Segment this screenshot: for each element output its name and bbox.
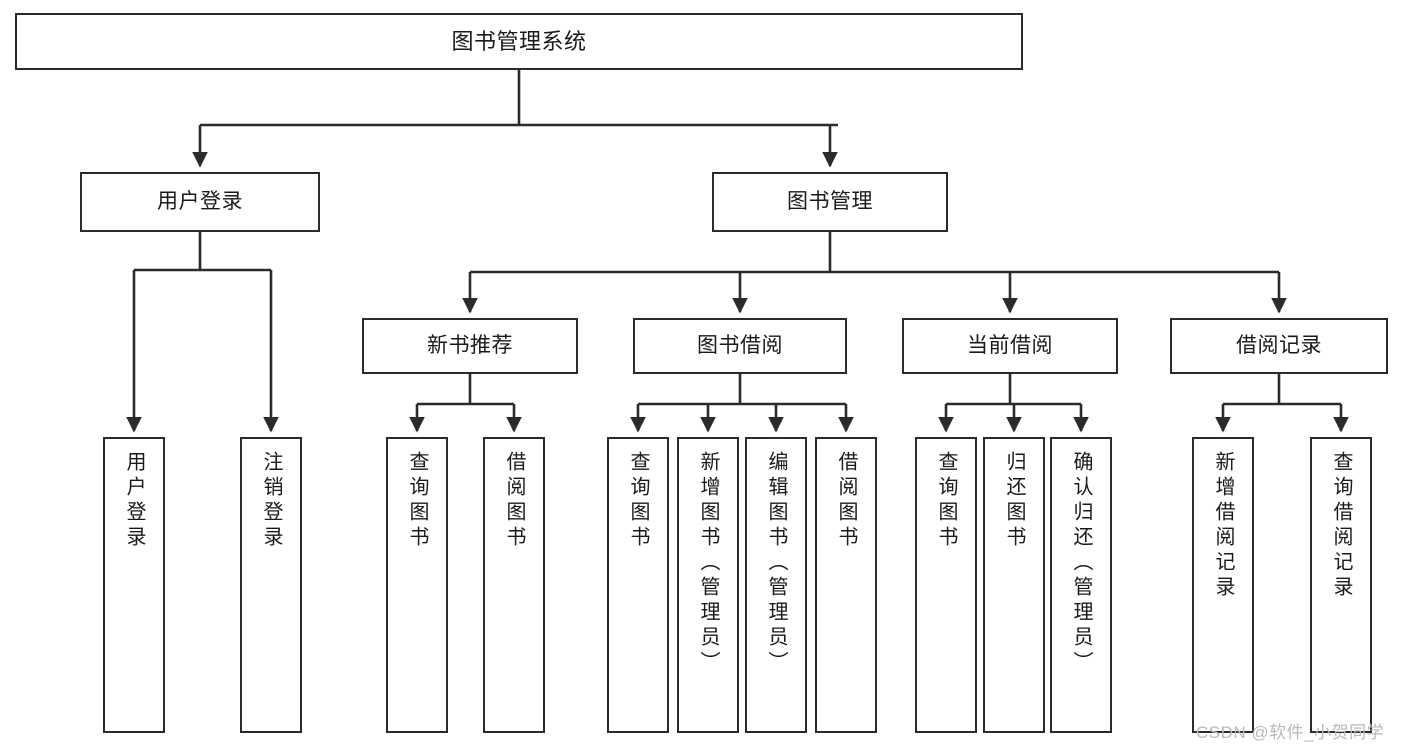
node-label: 图书借阅 (697, 333, 783, 357)
leaf-add-book-admin[interactable]: 新增图书（管理员） (677, 437, 739, 733)
leaf-return-book[interactable]: 归还图书 (983, 437, 1045, 733)
node-label: 新增借阅记录 (1212, 451, 1234, 601)
node-label: 借阅图书 (835, 451, 857, 551)
node-new-book-recommend[interactable]: 新书推荐 (362, 318, 578, 374)
node-label: 当前借阅 (967, 333, 1053, 357)
node-label: 借阅图书 (503, 451, 525, 551)
leaf-query-book-current[interactable]: 查询图书 (915, 437, 977, 733)
node-label: 编辑图书（管理员） (765, 451, 787, 676)
leaf-logout[interactable]: 注销登录 (240, 437, 302, 733)
leaf-add-borrow-record[interactable]: 新增借阅记录 (1192, 437, 1254, 733)
node-label: 确认归还（管理员） (1070, 451, 1092, 676)
leaf-borrow-book-recommend[interactable]: 借阅图书 (483, 437, 545, 733)
node-current-borrow[interactable]: 当前借阅 (902, 318, 1118, 374)
csdn-watermark: CSDN @软件_小贺同学 (1196, 723, 1385, 742)
node-label: 新增图书（管理员） (697, 451, 719, 676)
node-user-login[interactable]: 用户登录 (80, 172, 320, 232)
node-label: 查询图书 (406, 451, 428, 551)
node-label: 查询借阅记录 (1330, 451, 1352, 601)
leaf-query-book[interactable]: 查询图书 (607, 437, 669, 733)
node-root-system[interactable]: 图书管理系统 (15, 13, 1023, 70)
leaf-borrow-book[interactable]: 借阅图书 (815, 437, 877, 733)
node-borrow-record[interactable]: 借阅记录 (1170, 318, 1388, 374)
node-book-borrow[interactable]: 图书借阅 (633, 318, 847, 374)
leaf-edit-book-admin[interactable]: 编辑图书（管理员） (745, 437, 807, 733)
leaf-query-borrow-record[interactable]: 查询借阅记录 (1310, 437, 1372, 733)
node-label: 图书管理系统 (451, 28, 587, 54)
node-label: 新书推荐 (427, 333, 513, 357)
leaf-query-book-recommend[interactable]: 查询图书 (386, 437, 448, 733)
node-label: 注销登录 (260, 451, 282, 551)
node-label: 归还图书 (1003, 451, 1025, 551)
node-label: 借阅记录 (1236, 333, 1322, 357)
node-label: 用户登录 (123, 451, 145, 551)
node-label: 图书管理 (787, 189, 873, 213)
node-book-manage[interactable]: 图书管理 (712, 172, 948, 232)
node-label: 查询图书 (627, 451, 649, 551)
node-label: 用户登录 (157, 189, 243, 213)
leaf-user-login[interactable]: 用户登录 (103, 437, 165, 733)
leaf-confirm-return-admin[interactable]: 确认归还（管理员） (1050, 437, 1112, 733)
node-label: 查询图书 (935, 451, 957, 551)
